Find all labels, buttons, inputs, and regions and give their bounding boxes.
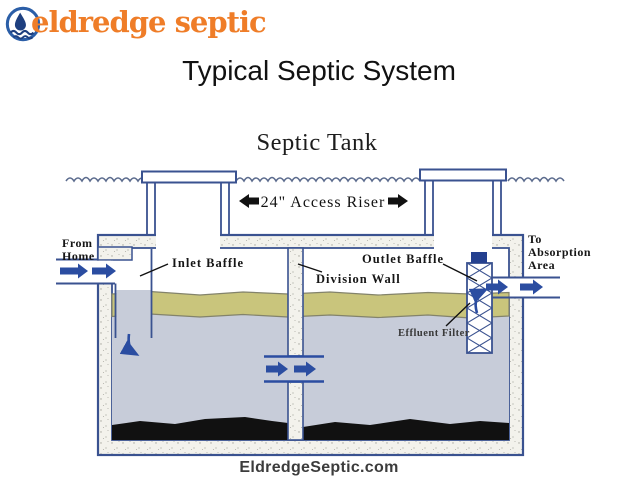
baffle-flow-arrow	[119, 333, 140, 356]
ground-line	[65, 176, 565, 183]
water-drop-logo-icon	[5, 6, 41, 42]
division-flow-arrow-2	[294, 361, 316, 377]
riser-opening-right	[434, 233, 492, 250]
label-to-absorption-line1: To	[528, 232, 542, 246]
label-effluent-filter: Effluent Filter	[398, 328, 470, 339]
division-flow-arrow-1	[266, 361, 288, 377]
effluent-filter	[466, 252, 493, 354]
page-title: Typical Septic System	[182, 55, 456, 86]
label-from-home-line1: From	[62, 236, 92, 250]
filter-cap	[471, 252, 487, 263]
riser-arrow-right-icon	[388, 194, 408, 208]
label-to-absorption-line2: Absorption	[528, 245, 591, 259]
riser-arrow-left-icon	[239, 194, 259, 208]
access-riser-left	[141, 170, 237, 237]
leader-outlet-baffle	[442, 263, 478, 282]
label-from-home-line2: Home	[62, 249, 95, 263]
filter-flow-arrow	[468, 288, 489, 314]
inlet-flow-arrow-1	[60, 263, 88, 279]
label-to-absorption-line3: Area	[528, 258, 555, 272]
outlet-wall-opening	[507, 277, 525, 298]
sludge-layer-right	[303, 419, 509, 440]
label-outlet-baffle: Outlet Baffle	[362, 252, 444, 266]
sludge-layer-left	[112, 417, 288, 440]
access-riser-right	[419, 168, 507, 237]
inlet-flow-arrow-2	[92, 263, 116, 279]
inlet-pipe	[56, 258, 116, 285]
outlet-pipe	[486, 276, 560, 299]
watermark-url: EldredgeSeptic.com	[239, 459, 399, 476]
outlet-flow-arrow-2	[520, 279, 543, 295]
diagram-heading: Septic Tank	[256, 129, 377, 156]
leader-effluent-filter	[445, 302, 471, 327]
riser-opening-left	[156, 233, 220, 250]
leader-inlet-baffle	[139, 263, 169, 277]
division-wall	[264, 247, 324, 441]
access-riser-label: 24" Access Riser	[261, 194, 386, 211]
outlet-flow-arrow-1	[486, 279, 508, 295]
logo-text: eldredge septic	[31, 5, 267, 39]
inlet-wall-step	[97, 246, 133, 261]
inlet-baffle	[114, 249, 153, 356]
label-division-wall: Division Wall	[316, 272, 401, 286]
leader-division-wall	[297, 263, 323, 273]
leader-lines	[139, 263, 478, 327]
label-inlet-baffle: Inlet Baffle	[172, 256, 244, 270]
scum-layer	[111, 290, 510, 319]
